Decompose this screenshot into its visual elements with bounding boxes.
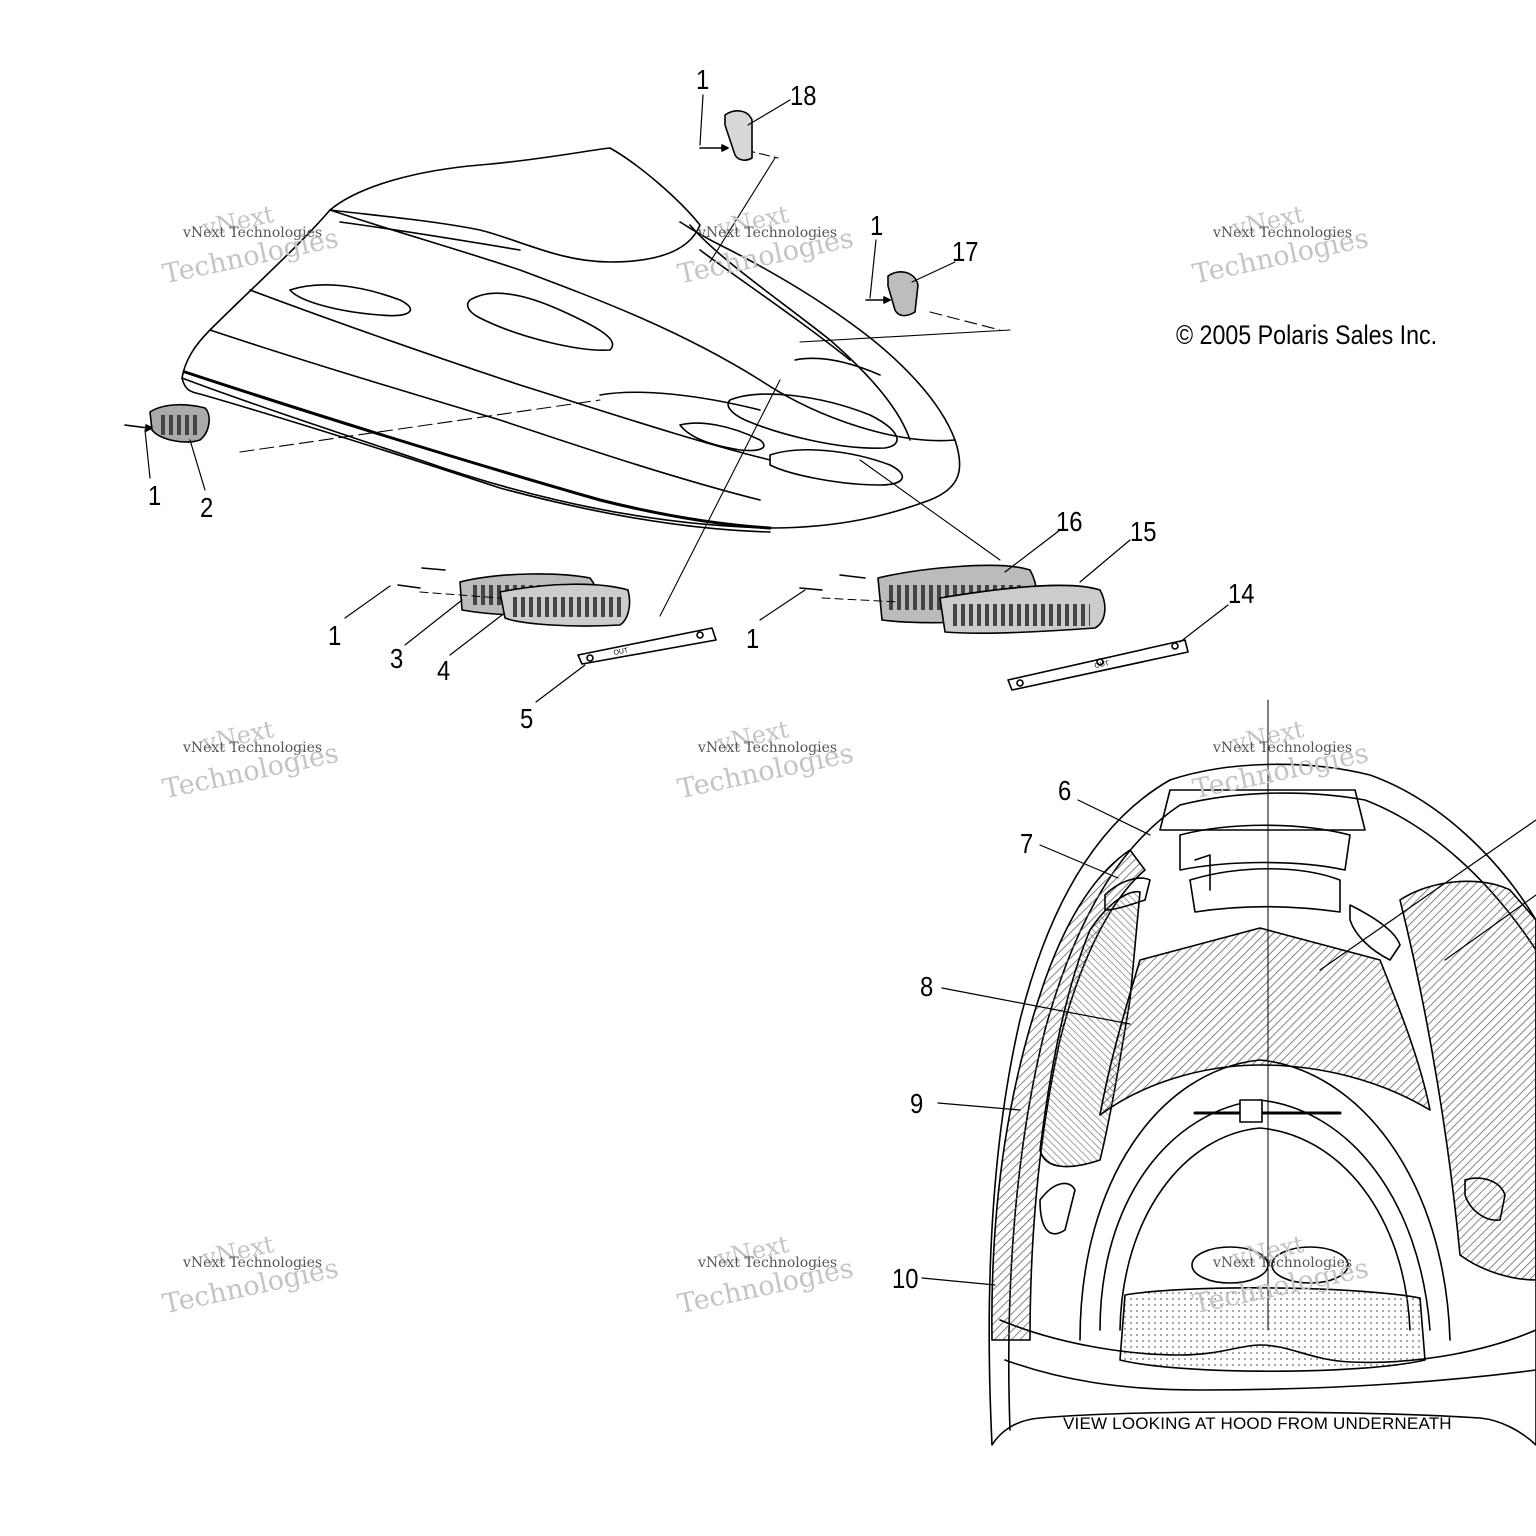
- callout-2: 2: [200, 492, 214, 523]
- part-18-vent-cap: [699, 110, 753, 161]
- view-caption: VIEW LOOKING AT HOOD FROM UNDERNEATH: [1063, 1414, 1452, 1433]
- callout-4: 4: [437, 655, 451, 686]
- decal-14-text: OUT: [1094, 660, 1111, 670]
- callout-1: 1: [148, 480, 162, 511]
- part-15-16-louvers: [799, 564, 1106, 635]
- part-14-decal: [1007, 639, 1189, 691]
- underside-center-panel: [1099, 927, 1431, 1116]
- callout-5: 5: [520, 703, 534, 734]
- hood-scoop-upper: [466, 292, 614, 351]
- callout-10: 10: [892, 1263, 919, 1294]
- part-17-vent-cap: [865, 271, 919, 317]
- part-5-decal: [577, 627, 717, 665]
- part-3-4-louvers: [397, 567, 631, 627]
- callout-18: 18: [790, 80, 817, 111]
- callout-6: 6: [1058, 775, 1072, 806]
- part-2-vent: [124, 403, 210, 443]
- underside-heat-shield: [1119, 1287, 1426, 1373]
- callout-1: 1: [696, 64, 710, 95]
- callout-16: 16: [1056, 506, 1083, 537]
- underside-outer-shell: [988, 763, 1536, 1446]
- hood-top-view: [181, 147, 1011, 617]
- underside-left-panel: [991, 849, 1146, 1341]
- leader-lines-bottom: [921, 799, 1151, 1286]
- callout-3: 3: [390, 643, 404, 674]
- hood-side-intake: [289, 284, 412, 317]
- callout-1: 1: [870, 210, 884, 241]
- underside-right-panel: [1399, 880, 1536, 1281]
- callout-7: 7: [1020, 828, 1034, 859]
- hood-underside-view: [988, 699, 1536, 1446]
- callout-9: 9: [910, 1088, 924, 1119]
- copyright-notice: © 2005 Polaris Sales Inc.: [1176, 320, 1438, 350]
- callout-15: 15: [1130, 516, 1157, 547]
- callout-8: 8: [920, 971, 934, 1002]
- callout-1: 1: [328, 620, 342, 651]
- windshield: [329, 147, 701, 263]
- decal-5-text: OUT: [613, 647, 630, 657]
- callout-14: 14: [1228, 578, 1255, 609]
- callout-1: 1: [746, 623, 760, 654]
- callout-17: 17: [952, 236, 979, 267]
- hood-scoop-lower: [727, 393, 898, 449]
- leader-lines-top: [144, 94, 1229, 703]
